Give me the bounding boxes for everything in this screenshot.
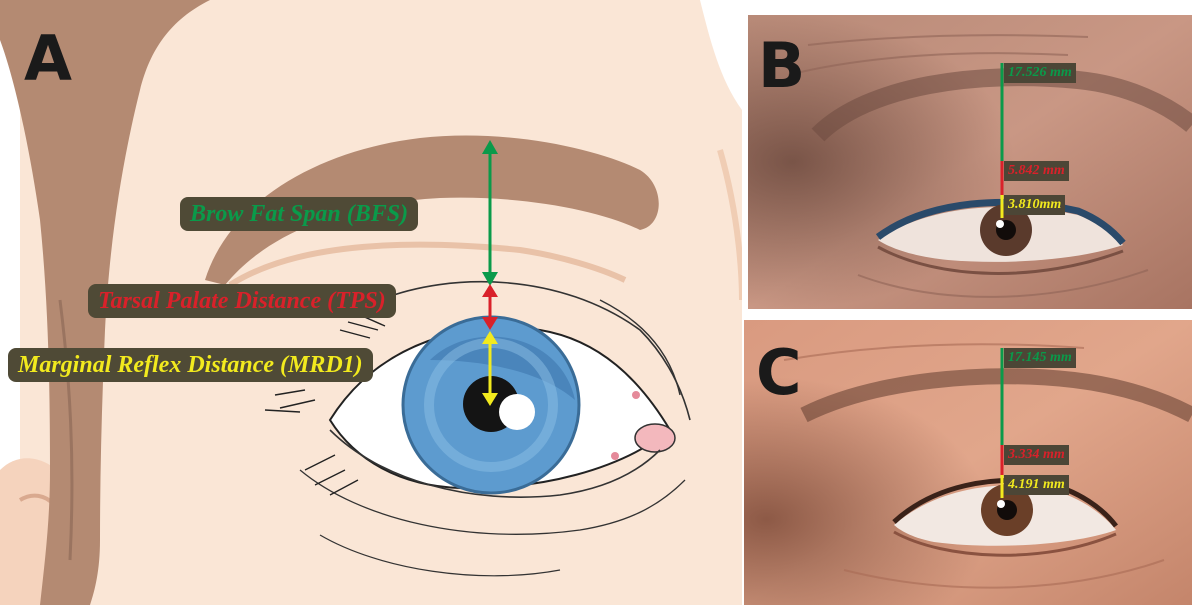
panel-a-illustration: A Brow Fat Span (BFS) Tarsal Palate Dist… (0, 0, 742, 605)
bfs-value-b: 17.526 mm (1004, 63, 1076, 83)
highlight (499, 394, 535, 430)
panel-label-c: C (756, 342, 802, 404)
bfs-label: Brow Fat Span (BFS) (180, 197, 418, 231)
tps-value-c: 3.334 mm (1004, 445, 1069, 465)
mrd1-value-b: 3.810mm (1004, 195, 1065, 215)
tear-duct (635, 424, 675, 452)
mrd1-label: Marginal Reflex Distance (MRD1) (8, 348, 373, 382)
panel-label-a: A (24, 28, 72, 90)
photo-b (748, 15, 1192, 309)
photo-c (744, 320, 1192, 605)
tps-label: Tarsal Palate Distance (TPS) (88, 284, 396, 318)
mrd1-value-c: 4.191 mm (1004, 475, 1069, 495)
panel-c-photo: C 17.145 mm 3.334 mm 4.191 mm (744, 320, 1192, 605)
tps-value-b: 5.842 mm (1004, 161, 1069, 181)
bfs-value-c: 17.145 mm (1004, 348, 1076, 368)
panel-label-b: B (758, 35, 805, 97)
panel-b-photo: B 17.526 mm 5.842 mm 3.810mm (748, 15, 1192, 309)
